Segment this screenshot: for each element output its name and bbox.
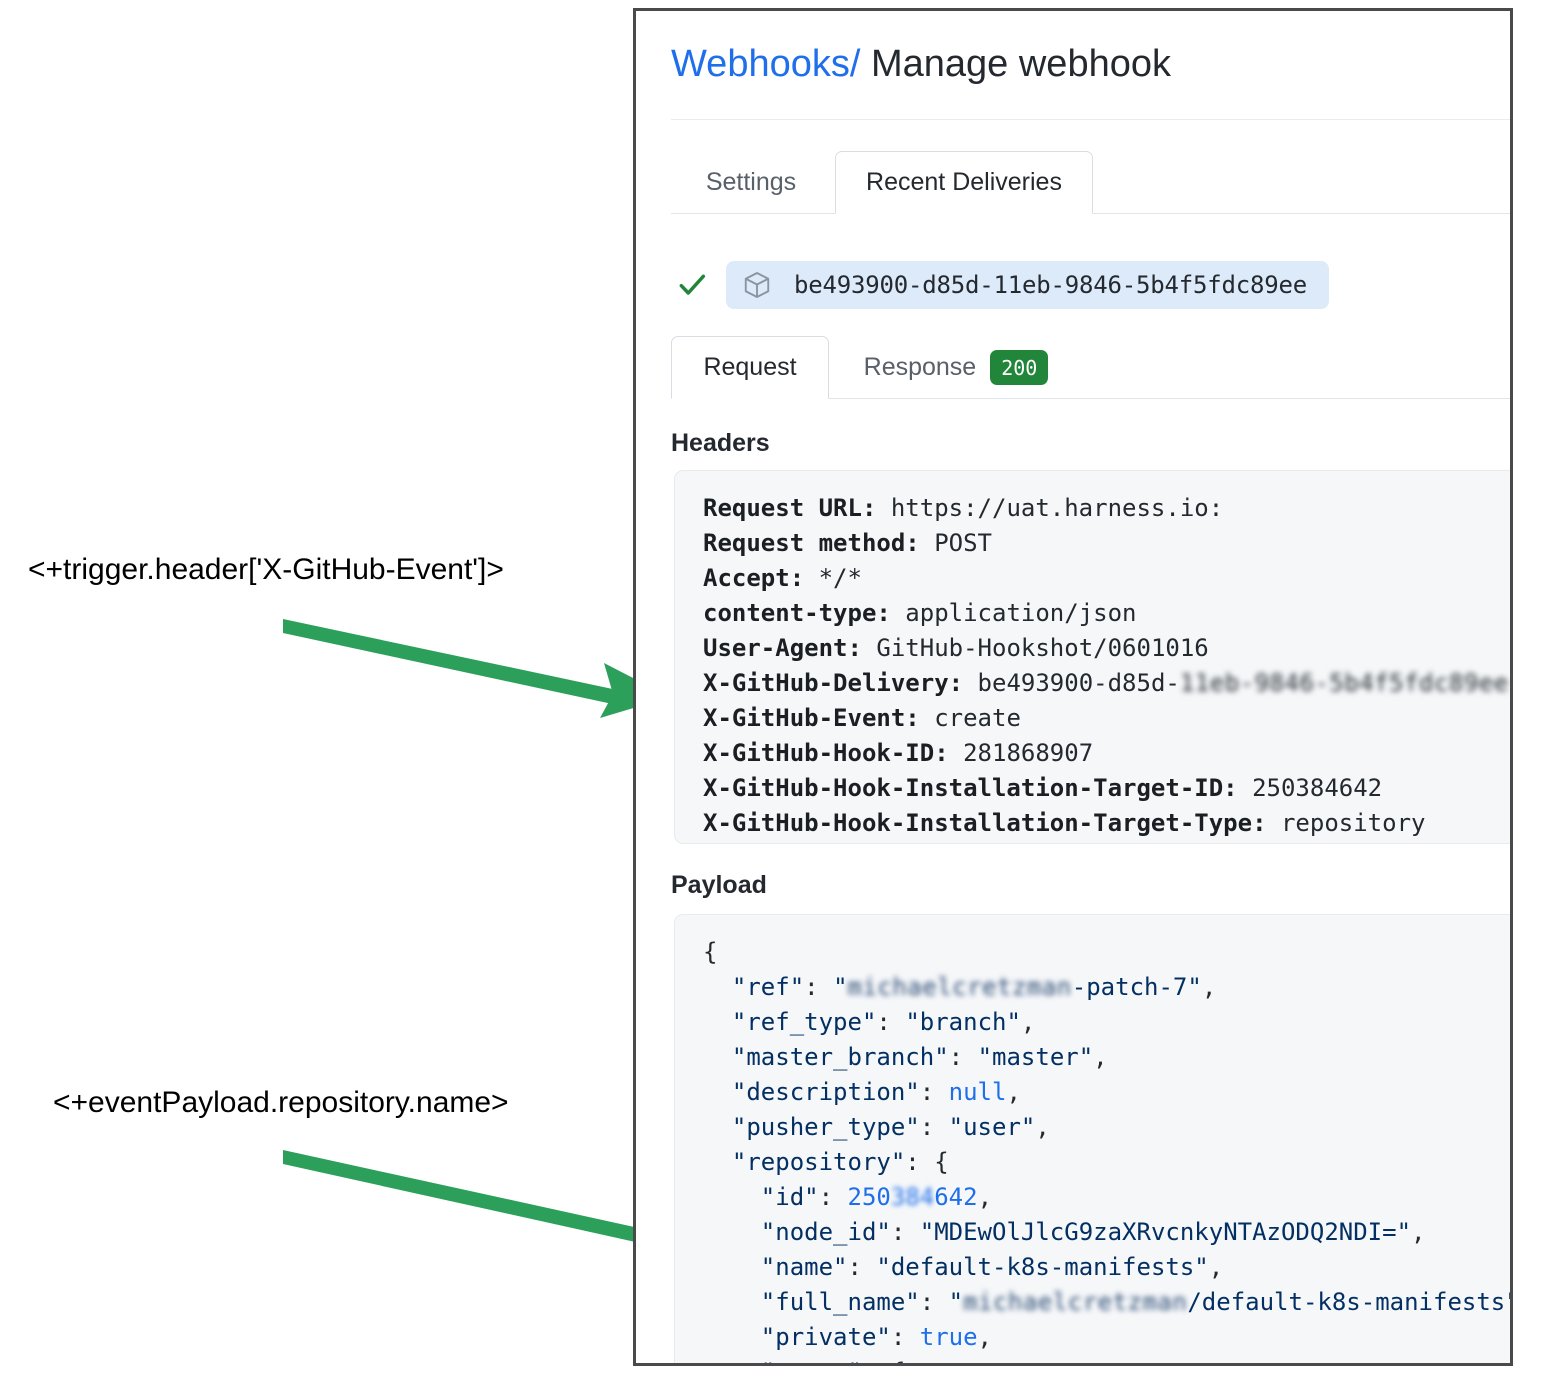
payload-line-full-name: "full_name": "michaelcretzman/default-k8… bbox=[703, 1285, 1510, 1320]
payload-ref-redacted: michaelcretzman bbox=[847, 973, 1072, 1001]
headers-code-block: Request URL: https://uat.harness.io: Req… bbox=[674, 470, 1510, 844]
breadcrumb-link-webhooks[interactable]: Webhooks bbox=[671, 43, 850, 85]
breadcrumb: Webhooks/ Manage webhook bbox=[671, 41, 1510, 87]
tab-response[interactable]: Response 200 bbox=[833, 336, 1083, 399]
header-key: Request method: bbox=[703, 529, 920, 557]
header-row: Request URL: https://uat.harness.io: bbox=[703, 491, 1510, 526]
payload-line-master-branch: "master_branch": "master", bbox=[731, 1043, 1108, 1071]
delivery-id-text: be493900-d85d-11eb-9846-5b4f5fdc89ee bbox=[794, 271, 1307, 299]
package-box-icon bbox=[744, 272, 770, 298]
header-row: X-GitHub-Hook-Installation-Target-ID: 25… bbox=[703, 771, 1510, 806]
header-key: Accept: bbox=[703, 564, 805, 592]
payload-line-repository: "repository": { bbox=[731, 1148, 949, 1176]
payload-id-redacted: 384 bbox=[890, 1183, 935, 1211]
header-value-redacted: 11eb-9846-5b4f5fdc89ee bbox=[1179, 669, 1509, 697]
header-key: X-GitHub-Event: bbox=[703, 704, 920, 732]
header-row: Accept: */* bbox=[703, 561, 1510, 596]
payload-private-value: true bbox=[919, 1323, 978, 1351]
header-row-delivery: X-GitHub-Delivery: be493900-d85d-11eb-98… bbox=[703, 666, 1510, 701]
header-key: Request URL: bbox=[703, 494, 877, 522]
header-value-visible: be493900-d85d- bbox=[977, 669, 1180, 697]
payload-line-node-id: "node_id": "MDEwOlJlcG9zaXRvcnkyNTAzODQ2… bbox=[760, 1218, 1426, 1246]
payload-ref-suffix: -patch-7 bbox=[1071, 973, 1188, 1001]
payload-section-label: Payload bbox=[671, 871, 767, 899]
payload-node-id-value: MDEwOlJlcG9zaXRvcnkyNTAzODQ2NDI= bbox=[934, 1218, 1397, 1246]
payload-line-ref: "ref": "michaelcretzman-patch-7", bbox=[703, 970, 1510, 1005]
payload-line-owner: "owner": { bbox=[703, 1355, 1510, 1363]
header-row: Request method: POST bbox=[703, 526, 1510, 561]
payload-master-branch-value: master bbox=[992, 1043, 1079, 1071]
header-key: X-GitHub-Hook-Installation-Target-Type: bbox=[703, 809, 1267, 837]
header-key: X-GitHub-Delivery: bbox=[703, 669, 964, 697]
annotation-trigger-header-expression: <+trigger.header['X-GitHub-Event']> bbox=[28, 553, 504, 586]
payload-name-value: default-k8s-manifests bbox=[890, 1253, 1195, 1281]
payload-line: { bbox=[703, 938, 718, 966]
payload-line-pusher-type: "pusher_type": "user", bbox=[731, 1113, 1050, 1141]
webhook-panel: Webhooks/ Manage webhook Settings Recent… bbox=[633, 8, 1513, 1366]
payload-id-suffix: 642 bbox=[934, 1183, 978, 1211]
header-row-event: X-GitHub-Event: create bbox=[703, 701, 1510, 736]
header-value: POST bbox=[934, 529, 992, 557]
payload-pusher-type-value: user bbox=[963, 1113, 1021, 1141]
payload-line-ref-type: "ref_type": "branch", bbox=[731, 1008, 1036, 1036]
tab-response-label: Response bbox=[863, 353, 977, 381]
header-value: repository bbox=[1280, 809, 1426, 837]
tab-settings[interactable]: Settings bbox=[705, 168, 797, 196]
header-key: User-Agent: bbox=[703, 634, 862, 662]
arrow-to-x-github-event bbox=[283, 619, 670, 718]
header-value: 250384642 bbox=[1252, 774, 1383, 802]
payload-line-id: "id": 250384642, bbox=[703, 1180, 1510, 1215]
title-divider bbox=[671, 119, 1510, 120]
request-response-divider bbox=[671, 398, 1510, 399]
header-value: create bbox=[934, 704, 1021, 732]
delivery-row[interactable]: be493900-d85d-11eb-9846-5b4f5fdc89ee bbox=[676, 261, 1329, 309]
header-value: GitHub-Hookshot/0601016 bbox=[876, 634, 1209, 662]
header-row: content-type: application/json bbox=[703, 596, 1510, 631]
header-value: */* bbox=[818, 564, 862, 592]
tab-request[interactable]: Request bbox=[671, 336, 829, 399]
payload-id-prefix: 250 bbox=[847, 1183, 891, 1211]
delivery-id-chip[interactable]: be493900-d85d-11eb-9846-5b4f5fdc89ee bbox=[726, 261, 1329, 309]
payload-line-description: "description": null, bbox=[731, 1078, 1021, 1106]
payload-full-name-redacted: michaelcretzman bbox=[963, 1288, 1188, 1316]
header-key: content-type: bbox=[703, 599, 891, 627]
header-row: X-GitHub-Hook-Installation-Target-Type: … bbox=[703, 806, 1510, 841]
status-badge: 200 bbox=[990, 350, 1049, 385]
header-value: https://uat.harness.io: bbox=[890, 494, 1224, 522]
payload-line-private: "private": true, bbox=[760, 1323, 992, 1351]
breadcrumb-separator: / bbox=[849, 43, 861, 85]
payload-full-name-suffix: /default-k8s-manifests bbox=[1187, 1288, 1506, 1316]
header-row: X-GitHub-Hook-ID: 281868907 bbox=[703, 736, 1510, 771]
annotation-event-payload-expression: <+eventPayload.repository.name> bbox=[53, 1086, 509, 1119]
header-key: X-GitHub-Hook-Installation-Target-ID: bbox=[703, 774, 1238, 802]
page-title: Manage webhook bbox=[870, 43, 1171, 85]
check-icon bbox=[679, 274, 706, 295]
header-key: X-GitHub-Hook-ID: bbox=[703, 739, 949, 767]
header-value: 281868907 bbox=[963, 739, 1094, 767]
header-value: application/json bbox=[905, 599, 1137, 627]
tab-recent-deliveries[interactable]: Recent Deliveries bbox=[835, 151, 1093, 214]
header-row: User-Agent: GitHub-Hookshot/0601016 bbox=[703, 631, 1510, 666]
payload-description-value: null bbox=[948, 1078, 1007, 1106]
payload-line-name: "name": "default-k8s-manifests", bbox=[760, 1253, 1224, 1281]
headers-section-label: Headers bbox=[671, 429, 770, 457]
payload-code-block: { "ref": "michaelcretzman-patch-7", "ref… bbox=[674, 914, 1510, 1363]
payload-ref-type-value: branch bbox=[919, 1008, 1007, 1036]
